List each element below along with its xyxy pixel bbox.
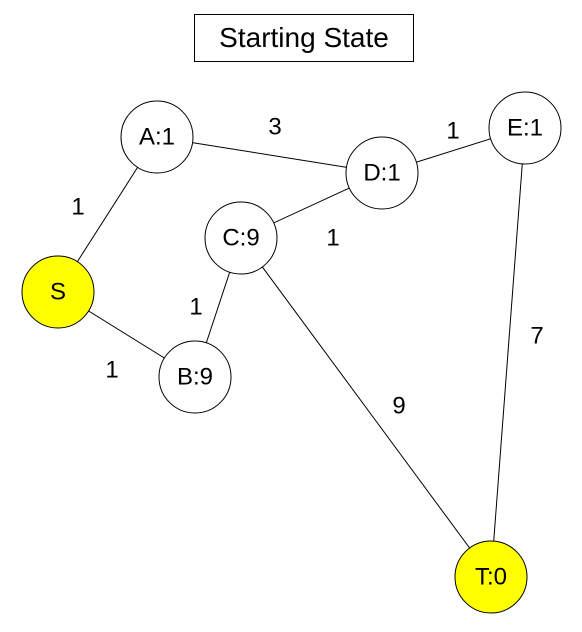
edge-c-t [240, 237, 492, 578]
node-circle-c [204, 201, 278, 275]
node-label-c: C:9 [222, 225, 259, 252]
node-label-t: T:0 [475, 564, 507, 591]
edge-weight-a-s: 1 [71, 194, 84, 221]
node-circle-a [120, 100, 194, 174]
edge-weight-c-b: 1 [189, 294, 202, 321]
node-label-d: D:1 [363, 160, 400, 187]
edge-a-d [156, 136, 383, 174]
node-circle-b [158, 340, 232, 414]
node-s: S [21, 255, 95, 329]
edge-weight-e-t: 7 [530, 323, 543, 350]
node-e: E:1 [488, 91, 562, 165]
edge-weight-d-e: 1 [446, 118, 459, 145]
diagram-title: Starting State [194, 14, 414, 62]
edge-weight-a-d: 3 [268, 114, 281, 141]
edge-weight-c-d: 1 [326, 225, 339, 252]
node-circle-s [21, 255, 95, 329]
edge-weight-c-t: 9 [392, 393, 405, 420]
node-d: D:1 [345, 136, 419, 210]
node-label-b: B:9 [177, 364, 213, 391]
edge-e-t [490, 127, 526, 578]
node-label-a: A:1 [139, 124, 175, 151]
node-label-e: E:1 [507, 115, 543, 142]
node-b: B:9 [158, 340, 232, 414]
node-circle-d [345, 136, 419, 210]
node-t: T:0 [454, 540, 528, 614]
edge-weight-s-b: 1 [105, 357, 118, 384]
node-a: A:1 [120, 100, 194, 174]
node-circle-t [454, 540, 528, 614]
node-circle-e [488, 91, 562, 165]
node-label-s: S [50, 279, 66, 306]
node-c: C:9 [204, 201, 278, 275]
